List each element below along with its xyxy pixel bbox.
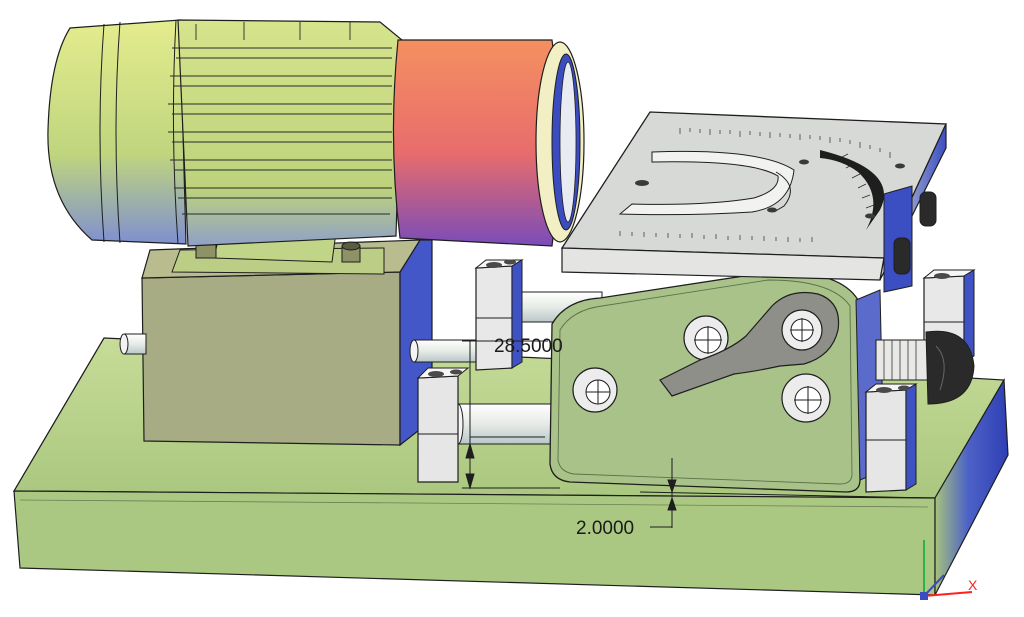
- locking-lever[interactable]: [659, 291, 840, 397]
- pillow-bolt-icon: [486, 262, 502, 268]
- table-mounting-holes: [635, 159, 905, 219]
- dimension-gap-label: 2.0000: [576, 518, 634, 539]
- bracket-bolt-center: [683, 315, 729, 361]
- ucs-x-label: X: [968, 577, 978, 593]
- motor-finned-body: [177, 19, 403, 247]
- bracket-bolt-left: [572, 367, 618, 413]
- pedestal-front: [141, 271, 401, 446]
- pillow-block-lower[interactable]: [416, 367, 470, 483]
- ucs-axis-icon: X: [920, 540, 978, 600]
- table-side-support: [883, 185, 937, 293]
- motor-cooling-fins: [168, 22, 392, 215]
- bracket-bolt-lower: [781, 373, 831, 423]
- angle-scale-slot: [618, 150, 795, 216]
- electric-motor[interactable]: [47, 19, 585, 247]
- base-plate-front: [13, 490, 936, 596]
- dimension-height[interactable]: [462, 340, 560, 490]
- motor-flange: [392, 39, 560, 247]
- angle-scale-ticks: [619, 128, 891, 242]
- pillow-block-right-lower[interactable]: [864, 383, 918, 493]
- base-plate-side: [934, 377, 1009, 596]
- lower-guide-rod: [452, 403, 553, 445]
- dimension-gap[interactable]: [639, 458, 931, 528]
- rear-shaft-stub: [119, 333, 147, 355]
- motor-end-cap: [47, 19, 187, 245]
- dimension-height-label: 28.5000: [494, 336, 563, 357]
- swivel-bracket[interactable]: [549, 271, 885, 493]
- adjustment-knob[interactable]: [875, 330, 975, 405]
